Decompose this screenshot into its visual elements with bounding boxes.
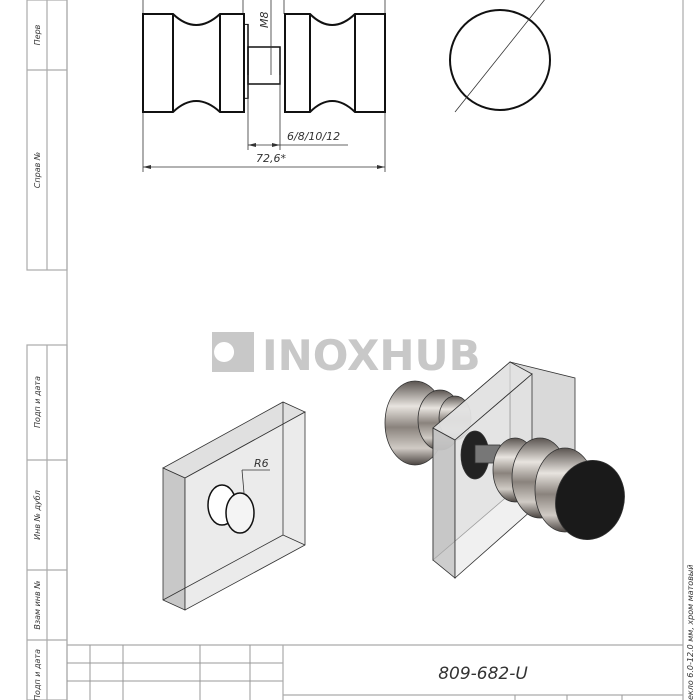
overall-length-dimension: 72,6* (256, 152, 286, 165)
side-label: Инв № дубл (33, 490, 42, 540)
side-label: Подп и дата (33, 376, 42, 428)
isometric-plate: R6 (162, 401, 306, 611)
side-view (449, 0, 551, 113)
side-label: Перв (33, 24, 42, 45)
part-number: 809-682-U (438, 664, 528, 684)
end-cap (555, 459, 625, 541)
side-column: Перв Справ № Подп и дата Инв № дубл Взам… (33, 24, 42, 700)
title-block: 809-682-U екло 6.0-12.0 мм, хром матовый (67, 565, 695, 700)
front-view: M8 6/8/10/12 72,6* (142, 0, 386, 172)
isometric-assembly (384, 361, 625, 579)
side-note: екло 6.0-12.0 мм, хром матовый (686, 565, 695, 700)
thread-dimension: M8 (258, 12, 271, 29)
radius-dimension: R6 (254, 457, 269, 470)
watermark: INOXHUB (212, 331, 481, 380)
side-label: Справ № (33, 152, 42, 188)
watermark-text: INOXHUB (262, 331, 481, 380)
side-label: Подп и дата (33, 649, 42, 700)
side-label: Взам инв № (33, 580, 42, 629)
logo-icon (212, 332, 254, 372)
glass-thickness-dimension: 6/8/10/12 (287, 130, 340, 143)
drawing-frame (26, 0, 684, 700)
